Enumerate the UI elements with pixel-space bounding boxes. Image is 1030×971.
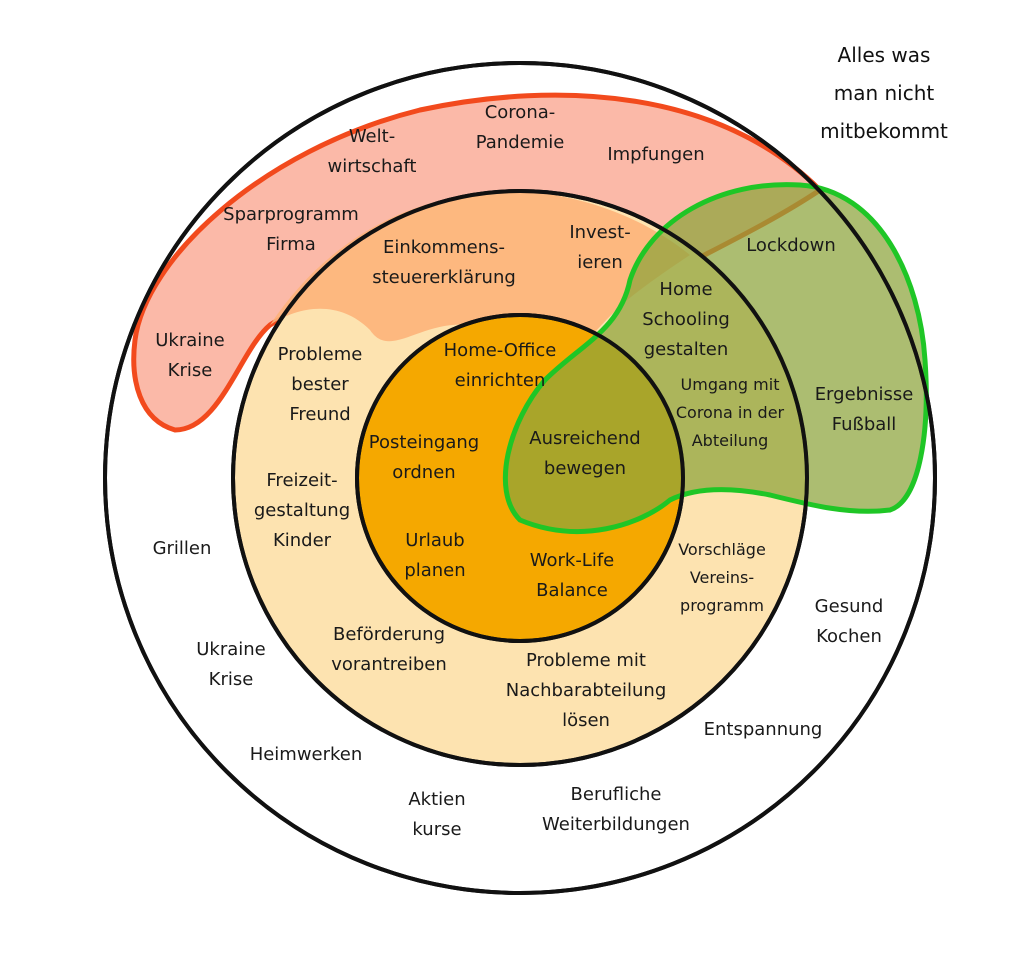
label-line: Probleme [278, 344, 363, 365]
label-line: Schooling [642, 309, 730, 330]
label-investieren: Invest-ieren [569, 222, 630, 273]
label-posteingang: Posteingang ordnen [369, 432, 479, 483]
label-grillen: Grillen [153, 538, 212, 559]
label-line: Alles was [838, 43, 931, 67]
label-line: Abteilung [692, 431, 769, 450]
label-line: bester [291, 374, 349, 395]
label-line: wirtschaft [328, 156, 417, 177]
label-line: planen [404, 560, 465, 581]
label-line: Entspannung [704, 719, 823, 740]
label-line: Firma [266, 234, 316, 255]
label-befoerderung: Beförderung vorantreiben [331, 624, 447, 675]
label-line: Umgang mit [681, 375, 780, 394]
label-line: mitbekommt [820, 119, 948, 143]
label-line: Pandemie [476, 132, 565, 153]
label-home-office: Home-Office einrichten [444, 340, 557, 391]
label-line: Probleme mit [526, 650, 646, 671]
label-line: kurse [412, 819, 461, 840]
label-line: Impfungen [607, 144, 704, 165]
label-line: Freizeit- [266, 470, 337, 491]
label-line: Beförderung [333, 624, 445, 645]
corner-note: Alles was man nicht mitbekommt [820, 43, 948, 143]
label-line: man nicht [834, 81, 935, 105]
label-weltwirtschaft: Welt-wirtschaft [328, 126, 417, 177]
label-line: bewegen [544, 458, 626, 479]
label-line: Weiterbildungen [542, 814, 690, 835]
label-line: gestaltung [254, 500, 350, 521]
label-line: Balance [536, 580, 608, 601]
label-line: ieren [577, 252, 623, 273]
label-line: lösen [562, 710, 610, 731]
label-line: vorantreiben [331, 654, 447, 675]
label-corona-pandemie: Corona- Pandemie [476, 102, 565, 153]
label-line: einrichten [455, 370, 546, 391]
label-line: Home [659, 279, 712, 300]
label-line: Krise [168, 360, 213, 381]
label-line: Corona in der [676, 403, 785, 422]
label-heimwerken: Heimwerken [250, 744, 363, 765]
label-line: Vereins- [690, 568, 754, 587]
label-line: Kinder [273, 530, 332, 551]
label-line: Corona- [485, 102, 556, 123]
label-line: Vorschläge [678, 540, 766, 559]
label-line: Kochen [816, 626, 882, 647]
label-line: Urlaub [405, 530, 464, 551]
label-line: Ergebnisse [815, 384, 914, 405]
label-line: Krise [209, 669, 254, 690]
label-line: programm [680, 596, 764, 615]
label-line: ordnen [392, 462, 455, 483]
label-line: steuererklärung [372, 267, 516, 288]
label-line: Invest- [569, 222, 630, 243]
label-line: Sparprogramm [223, 204, 359, 225]
label-urlaub: Urlaub planen [404, 530, 465, 581]
label-einkommens: Einkommens-steuererklärung [372, 237, 516, 288]
outer-circle-line [103, 61, 937, 895]
label-line: Aktien [408, 789, 465, 810]
label-line: Posteingang [369, 432, 479, 453]
label-line: Heimwerken [250, 744, 363, 765]
label-ausreichend: Ausreichend bewegen [529, 428, 640, 479]
label-line: Einkommens- [383, 237, 505, 258]
label-aktien: Aktien kurse [408, 789, 465, 840]
label-line: Nachbarabteilung [506, 680, 667, 701]
green-region [502, 182, 929, 534]
label-line: Ukraine [155, 330, 225, 351]
label-line: Berufliche [571, 784, 662, 805]
label-entspannung: Entspannung [704, 719, 823, 740]
label-line: Welt- [349, 126, 395, 147]
label-impfungen: Impfungen [607, 144, 704, 165]
label-lockdown: Lockdown [746, 235, 836, 256]
concern-circle-line [231, 189, 809, 767]
label-line: Ausreichend [529, 428, 640, 449]
label-line: gestalten [644, 339, 729, 360]
influence-circle-line [355, 313, 685, 643]
label-line: Grillen [153, 538, 212, 559]
label-line: Ukraine [196, 639, 266, 660]
label-line: Lockdown [746, 235, 836, 256]
label-line: Gesund [815, 596, 884, 617]
label-line: Freund [289, 404, 350, 425]
label-line: Work-Life [530, 550, 615, 571]
label-line: Home-Office [444, 340, 557, 361]
label-line: Fußball [832, 414, 897, 435]
